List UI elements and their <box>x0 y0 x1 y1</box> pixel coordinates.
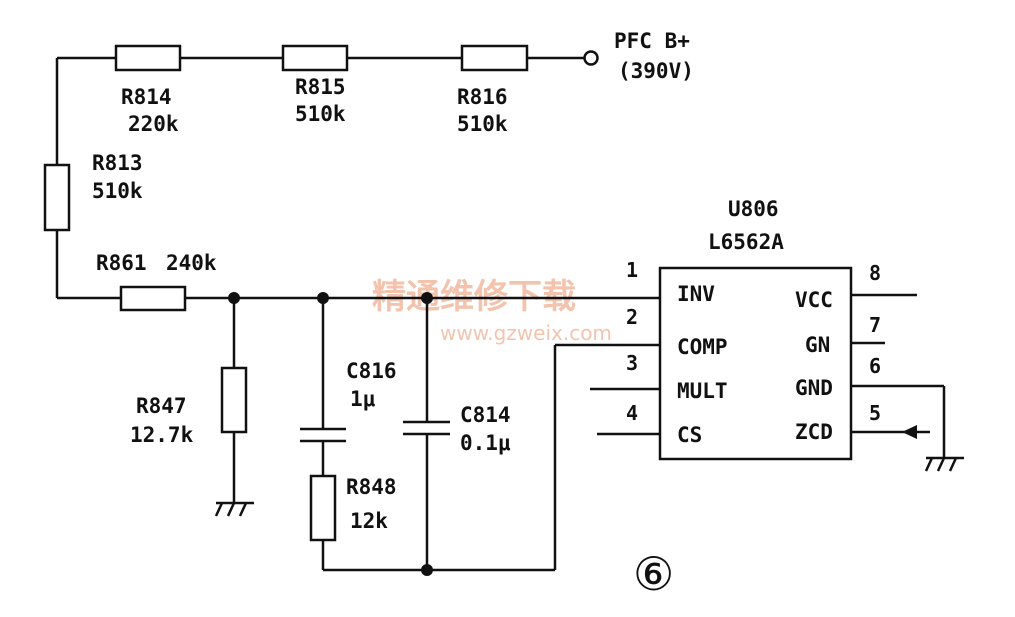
r813-value: 510k <box>92 179 143 203</box>
c814-value: 0.1μ <box>460 431 511 455</box>
pin-number-1: 1 <box>626 258 638 282</box>
ic-part-number: L6562A <box>708 230 784 254</box>
pin-name-zcd: ZCD <box>795 420 833 444</box>
ic-u806-body <box>658 266 853 461</box>
pin-name-cs: CS <box>677 423 702 447</box>
ground-icon <box>924 456 964 472</box>
pin-number-4: 4 <box>626 401 638 425</box>
zcd-arrow-icon <box>902 425 917 439</box>
junction-dot <box>317 292 329 304</box>
watermark-url: www.gzweix.com <box>440 321 612 345</box>
pin-number-5: 5 <box>869 401 881 425</box>
r861-value: 240k <box>166 251 217 275</box>
pin-name-vcc: VCC <box>795 288 833 312</box>
r848-value: 12k <box>350 509 388 533</box>
r816-value: 510k <box>457 112 508 136</box>
junction-dot <box>421 292 433 304</box>
junction-dot <box>421 564 433 576</box>
pin-name-gnd: GND <box>795 376 833 400</box>
pin-number-3: 3 <box>626 351 638 375</box>
pin-name-mult: MULT <box>677 379 728 403</box>
resistor-r815 <box>281 44 349 72</box>
c816-ref: C816 <box>346 359 397 383</box>
resistor-r813 <box>43 163 71 232</box>
pfc-voltage-label: (390V) <box>618 59 694 83</box>
r814-ref: R814 <box>121 85 172 109</box>
r816-ref: R816 <box>457 85 508 109</box>
resistor-r847 <box>220 366 248 434</box>
pin-name-inv: INV <box>677 282 715 306</box>
r848-ref: R848 <box>346 475 397 499</box>
resistor-r861 <box>119 285 187 312</box>
c814-ref: C814 <box>460 403 511 427</box>
pin-number-6: 6 <box>869 354 881 378</box>
r814-value: 220k <box>128 112 179 136</box>
figure-number: ⑥ <box>633 547 674 601</box>
capacitor-c814 <box>403 420 450 436</box>
wires <box>55 56 946 572</box>
ic-ref: U806 <box>728 197 779 221</box>
resistor-r814 <box>114 44 182 72</box>
resistor-r848 <box>309 474 337 542</box>
r813-ref: R813 <box>92 151 143 175</box>
r815-ref: R815 <box>295 75 346 99</box>
pin-number-7: 7 <box>869 313 881 337</box>
junction-dot <box>228 292 240 304</box>
pin-number-8: 8 <box>869 261 881 285</box>
r847-value: 12.7k <box>130 423 194 447</box>
pin-name-comp: COMP <box>677 335 728 359</box>
pin-name-gn: GN <box>805 333 830 357</box>
r815-value: 510k <box>295 102 346 126</box>
ground-icon <box>214 501 254 517</box>
resistor-r816 <box>460 44 529 72</box>
pin-number-2: 2 <box>626 305 638 329</box>
r847-ref: R847 <box>136 394 187 418</box>
c816-value: 1μ <box>350 387 376 411</box>
pfc-net-label: PFC B+ <box>614 29 690 53</box>
r861-ref: R861 <box>96 251 147 275</box>
pfc-terminal-icon <box>583 50 599 66</box>
capacitor-c816 <box>300 427 346 443</box>
